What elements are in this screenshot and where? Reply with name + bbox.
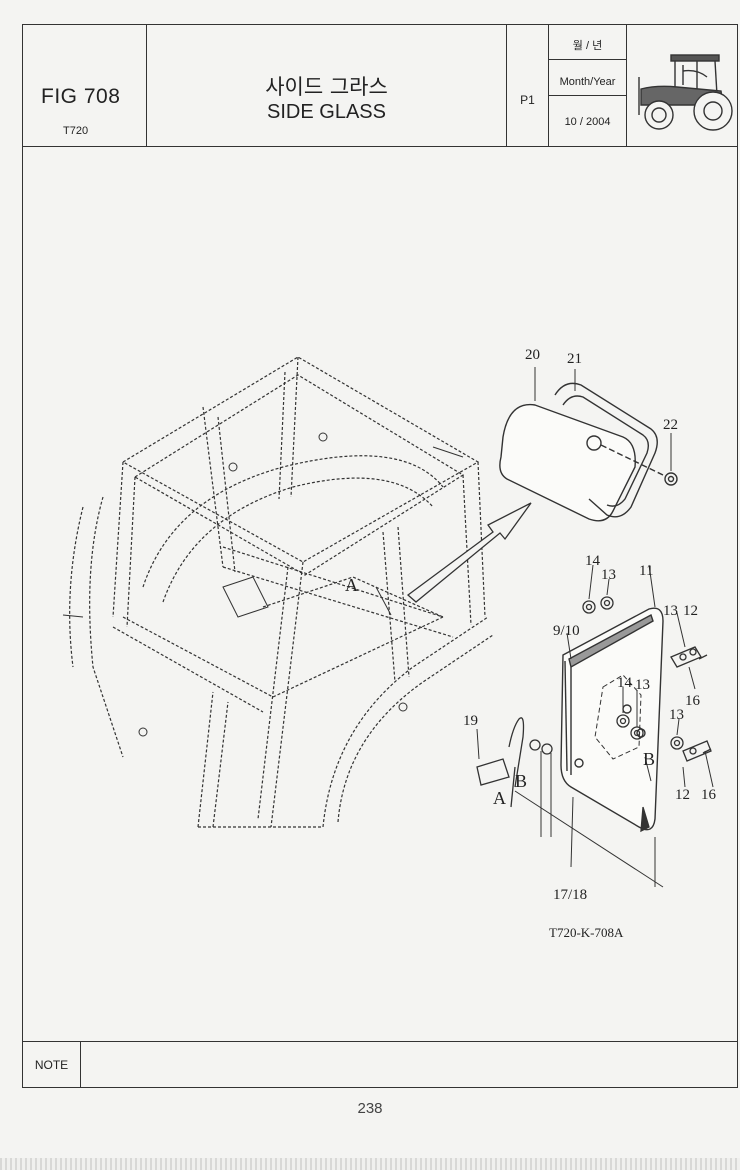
part-label-13-top: 13: [601, 567, 616, 583]
cab-frame-drawing: [69, 356, 494, 828]
date-header-korean: 월 / 년: [572, 40, 603, 52]
part-label-12-lower: 12: [675, 787, 690, 803]
part-label-19: 19: [463, 713, 478, 729]
direction-arrow: [406, 502, 532, 603]
hinge-hardware: [476, 596, 712, 833]
scan-edge-strip: [0, 1158, 740, 1170]
part-label-14-mid: 14: [617, 675, 633, 691]
part-label-12-top: 12: [683, 603, 698, 619]
callout-a-detail: A: [493, 788, 506, 808]
tractor-icon: [638, 54, 733, 131]
part-label-17-18: 17/18: [553, 887, 587, 903]
model-code: T720: [63, 125, 89, 137]
small-window-assembly: [499, 382, 678, 522]
date-divider-1: [549, 59, 626, 60]
part-label-20: 20: [525, 347, 540, 363]
date-value: 10 / 2004: [564, 116, 611, 128]
part-label-16-top: 16: [685, 693, 701, 709]
callout-b-detail-right: B: [643, 749, 655, 769]
fig-cell: FIG 708 T720: [23, 25, 147, 146]
date-header-english: Month/Year: [559, 76, 616, 88]
tractor-cell: [627, 25, 739, 146]
part-label-13-mid: 13: [635, 677, 650, 693]
exploded-view-svg: A 20 21 22: [62, 347, 717, 940]
part-label-22: 22: [663, 417, 678, 433]
note-row: NOTE: [23, 1041, 737, 1087]
page-code-cell: P1: [507, 25, 549, 146]
date-divider-2: [549, 95, 626, 96]
assembly-leaders: [476, 564, 714, 888]
part-label-14-top: 14: [585, 553, 601, 569]
date-cell: 월 / 년 Month/Year 10 / 2004: [549, 25, 627, 146]
cab-frame-details: [62, 432, 464, 737]
part-label-9-10: 9/10: [553, 623, 580, 639]
part-label-16-lower: 16: [701, 787, 717, 803]
side-glass-assembly: [560, 607, 664, 831]
part-label-21: 21: [567, 351, 582, 367]
part-label-13-right: 13: [663, 603, 678, 619]
drawing-code: T720-K-708A: [549, 925, 624, 940]
callout-b-detail-left: B: [515, 771, 527, 791]
callout-a-cab: A: [345, 575, 358, 595]
callout-a-leader: [375, 586, 392, 616]
header-block: FIG 708 T720 사이드 그라스 SIDE GLASS P1 월 / 년…: [23, 25, 737, 147]
part-label-11: 11: [639, 563, 653, 579]
page-code: P1: [520, 93, 535, 107]
parts-diagram: A 20 21 22: [23, 147, 737, 1043]
page-frame: FIG 708 T720 사이드 그라스 SIDE GLASS P1 월 / 년…: [22, 24, 738, 1088]
page-number: 238: [357, 1100, 383, 1117]
title-english: SIDE GLASS: [267, 101, 386, 123]
title-cell: 사이드 그라스 SIDE GLASS: [147, 25, 507, 146]
figure-number: FIG 708: [41, 85, 121, 108]
title-korean: 사이드 그라스: [265, 75, 388, 99]
note-label: NOTE: [23, 1042, 81, 1087]
part-label-13-lower: 13: [669, 707, 684, 723]
